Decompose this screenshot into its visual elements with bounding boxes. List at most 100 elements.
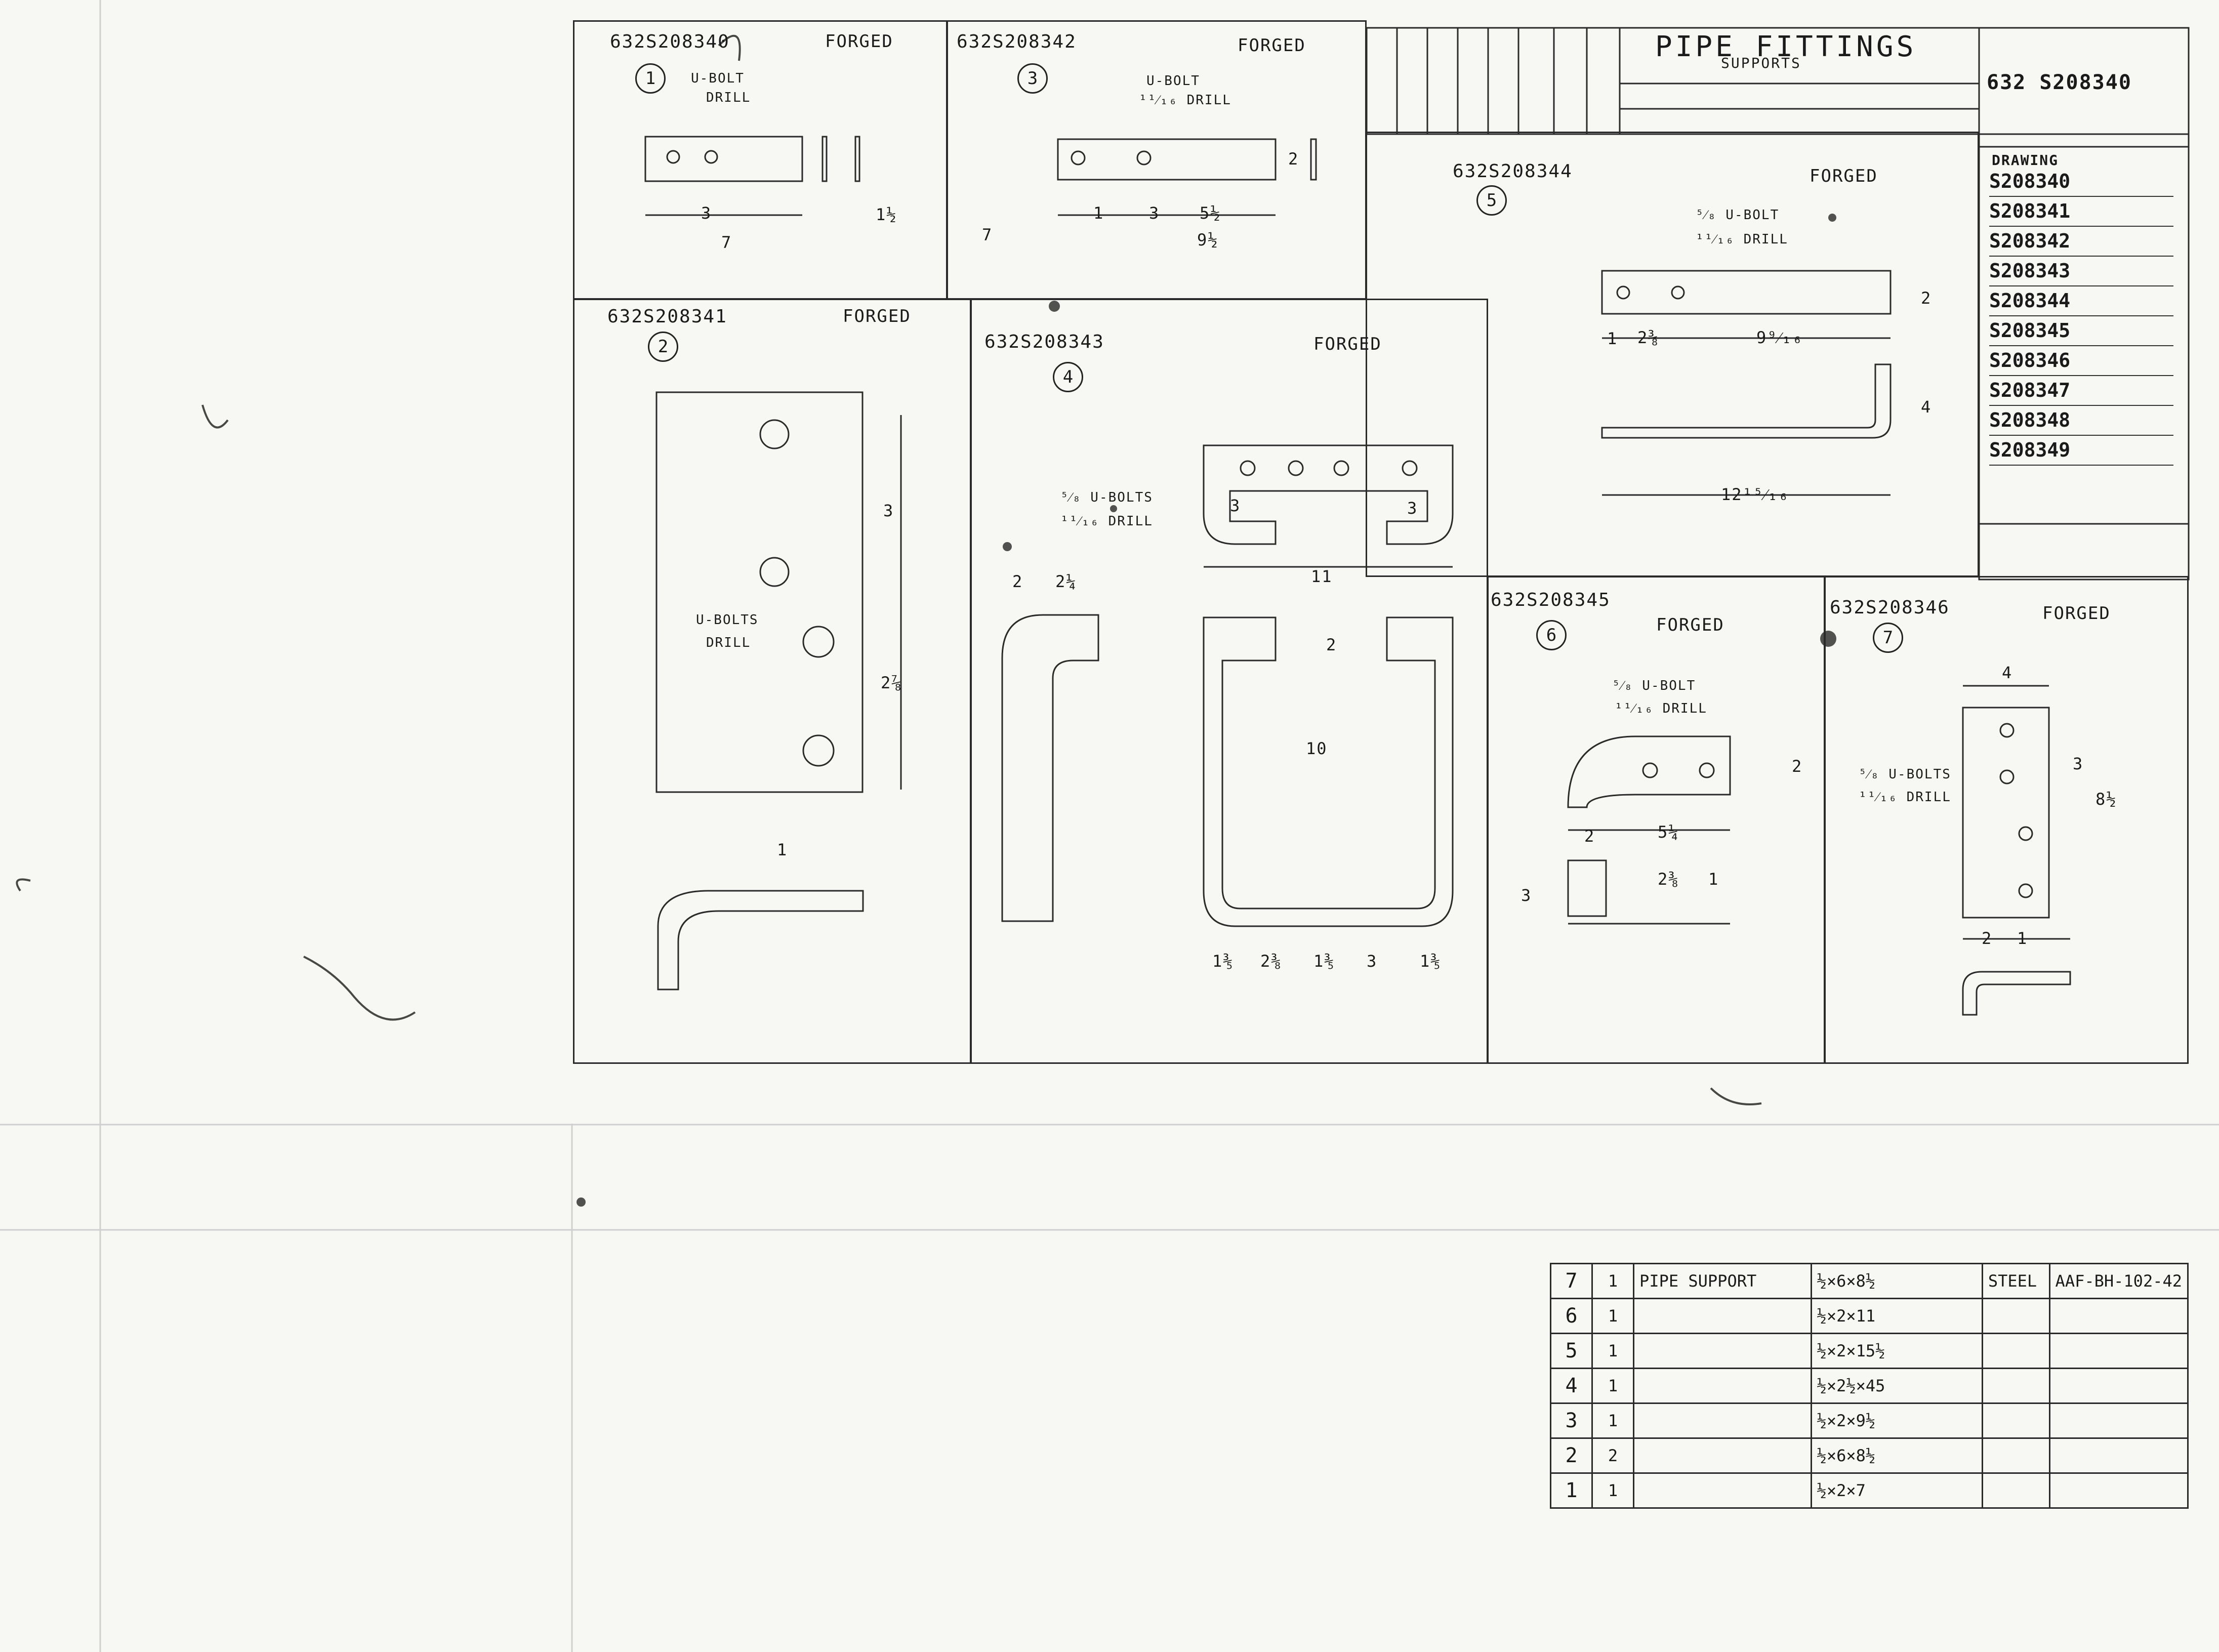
item-description: PIPE SUPPORT: [1633, 1263, 1812, 1299]
detail-6-drawing: [1567, 735, 1731, 925]
item-spec: [2048, 1298, 2189, 1334]
item-quantity: 1: [1591, 1333, 1635, 1369]
detail-3-part-number: 632S208342: [957, 31, 1077, 52]
detail-5-drawing: [1601, 270, 1892, 496]
item-size: ½×2×7: [1810, 1472, 1983, 1509]
detail-6-dim-f: 2: [1792, 757, 1803, 776]
item-spec: [2048, 1368, 2189, 1404]
detail-1-dim-b: 7: [721, 233, 732, 252]
detail-4-dim-g: 2: [1326, 635, 1337, 654]
drawing-list-item: S208347: [1989, 376, 2173, 406]
item-description: [1633, 1333, 1812, 1369]
table-row: 6 1 ½×2×11: [1549, 1298, 2189, 1334]
detail-2-process: FORGED: [843, 306, 911, 326]
detail-5-dim-e: 4: [1921, 397, 1932, 417]
item-quantity: 1: [1591, 1402, 1635, 1439]
detail-3-bubble: 3: [1017, 63, 1048, 94]
item-number: 2: [1549, 1437, 1593, 1474]
drawing-list-item: S208342: [1989, 227, 2173, 257]
detail-1-drawing: [644, 136, 860, 216]
detail-3-note-drill: ¹¹⁄₁₆ DRILL: [1139, 93, 1231, 108]
detail-1-dim-c: 1½: [876, 205, 897, 224]
detail-4-dim-h: 1⅗: [1212, 952, 1234, 971]
table-row: 1 1 ½×2×7: [1549, 1472, 2189, 1509]
detail-6-note-drill: ¹¹⁄₁₆ DRILL: [1615, 701, 1707, 716]
detail-1-process: FORGED: [825, 31, 893, 52]
detail-6-process: FORGED: [1656, 615, 1724, 635]
item-material: [1981, 1368, 2050, 1404]
detail-4-bubble: 4: [1053, 362, 1083, 392]
item-material: [1981, 1298, 2050, 1334]
item-size: ½×2½×45: [1810, 1368, 1983, 1404]
detail-1-bubble: 1: [635, 63, 666, 94]
detail-2-dim-a: 3: [883, 501, 894, 520]
item-material: STEEL: [1981, 1263, 2050, 1299]
detail-1-note-drill: DRILL: [706, 90, 751, 105]
table-row: 3 1 ½×2×9½: [1549, 1402, 2189, 1439]
item-quantity: 1: [1591, 1472, 1635, 1509]
item-spec: [2048, 1333, 2189, 1369]
item-description: [1633, 1368, 1812, 1404]
detail-2-part-number: 632S208341: [607, 306, 727, 327]
drawing-number: 632 S208340: [1987, 71, 2132, 94]
detail-2-note-drill: DRILL: [706, 635, 751, 650]
detail-1-part-number: 632S208340: [610, 31, 730, 52]
detail-4-part-number: 632S208343: [984, 332, 1104, 352]
item-description: [1633, 1437, 1812, 1474]
detail-7-panel: [1824, 576, 2189, 1064]
detail-3-process: FORGED: [1238, 35, 1306, 56]
drawing-list-item: S208348: [1989, 406, 2173, 436]
table-row: 5 1 ½×2×15½: [1549, 1333, 2189, 1369]
item-size: ½×2×9½: [1810, 1402, 1983, 1439]
item-number: 3: [1549, 1402, 1593, 1439]
detail-4-dim-f: 10: [1306, 739, 1328, 758]
detail-1-dim-a: 3: [701, 203, 712, 223]
detail-7-drawing: [1962, 685, 2071, 1016]
item-material: [1981, 1437, 2050, 1474]
item-number: 6: [1549, 1298, 1593, 1334]
item-quantity: 1: [1591, 1368, 1635, 1404]
detail-6-note-bolt: ⁵⁄₈ U-BOLT: [1612, 678, 1696, 693]
detail-4-dim-i: 2⅜: [1260, 952, 1282, 971]
detail-4-process: FORGED: [1313, 334, 1382, 354]
detail-5-part-number: 632S208344: [1453, 161, 1573, 182]
detail-5-dim-c: 9⁹⁄₁₆: [1756, 328, 1803, 347]
detail-7-dim-b: 3: [2073, 754, 2084, 773]
detail-6-dim-a: 2: [1584, 827, 1595, 846]
detail-4-dim-d: 2: [1012, 572, 1023, 591]
detail-5-dim-b: 2⅜: [1637, 328, 1659, 347]
item-material: [1981, 1333, 2050, 1369]
detail-4-note-drill: ¹¹⁄₁₆ DRILL: [1060, 514, 1153, 529]
detail-3-dim-e: 7: [982, 225, 993, 244]
item-material: [1981, 1402, 2050, 1439]
item-material: [1981, 1472, 2050, 1509]
item-quantity: 1: [1591, 1263, 1635, 1299]
detail-2-note-bolt: U-BOLTS: [696, 612, 759, 628]
detail-5-dim-f: 12¹⁵⁄₁₆: [1721, 485, 1789, 504]
detail-7-note-bolt: ⁵⁄₈ U-BOLTS: [1859, 767, 1951, 782]
detail-6-dim-b: 5¼: [1658, 822, 1679, 842]
item-size: ½×2×15½: [1810, 1333, 1983, 1369]
drawing-list-header: DRAWING: [1992, 152, 2059, 169]
detail-7-part-number: 632S208346: [1830, 597, 1950, 618]
detail-4-dim-a: 3: [1230, 496, 1241, 515]
title-block-grid: [1366, 27, 2190, 581]
detail-3-dim-f: 2: [1288, 149, 1299, 169]
detail-3-note-bolt: U-BOLT: [1146, 73, 1200, 89]
item-number: 5: [1549, 1333, 1593, 1369]
item-number: 1: [1549, 1472, 1593, 1509]
detail-4-dim-e: 2¼: [1055, 572, 1077, 591]
drawing-subtitle: SUPPORTS: [1721, 55, 1801, 71]
detail-2-panel: [573, 299, 971, 1064]
item-description: [1633, 1402, 1812, 1439]
detail-7-dim-c: 8½: [2095, 790, 2117, 809]
detail-4-panel: [970, 299, 1488, 1064]
detail-3-drawing: [1057, 138, 1317, 216]
detail-5-process: FORGED: [1810, 166, 1878, 186]
detail-4-dim-k: 3: [1367, 952, 1378, 971]
detail-3-dim-b: 3: [1149, 203, 1160, 223]
detail-6-dim-e: 3: [1521, 886, 1532, 905]
item-size: ½×6×8½: [1810, 1263, 1983, 1299]
detail-4-dim-b: 3: [1407, 499, 1418, 518]
